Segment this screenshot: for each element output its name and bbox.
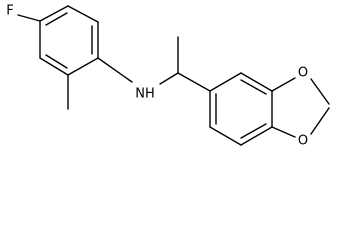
bond-ch-ring (177, 72, 211, 92)
fluorine-atom-label: F (6, 4, 13, 19)
bond-c-o-upper (271, 77, 296, 92)
bond-o-ch2-lower (310, 107, 330, 135)
oxygen-lower-label: O (298, 134, 308, 149)
bond (240, 126, 273, 146)
bond (209, 72, 242, 92)
amine-nh-label: NH (135, 87, 155, 102)
bond-o-ch2-upper (310, 78, 330, 105)
double-bond-inner (45, 54, 68, 69)
bond-c-o-lower (271, 126, 296, 138)
double-bond-inner (240, 123, 267, 139)
dioxole-ring: O O (271, 66, 330, 149)
bond (67, 57, 99, 76)
double-bond-inner (45, 12, 68, 26)
bond-ring-n (97, 57, 133, 83)
bond-n-ch (159, 72, 179, 85)
bond-c-f (17, 14, 41, 22)
bond (209, 126, 242, 146)
double-bond-inner (240, 79, 267, 95)
oxygen-upper-label: O (298, 66, 308, 81)
bond (67, 5, 99, 23)
molecule-structure: F NH O O (6, 4, 330, 149)
benzodioxole-benzene-ring (209, 72, 273, 146)
structure-canvas: F NH O O (6, 4, 330, 149)
bond (39, 57, 69, 76)
bond (240, 72, 273, 92)
bond (39, 5, 69, 22)
fluorophenyl-ring (39, 5, 99, 76)
